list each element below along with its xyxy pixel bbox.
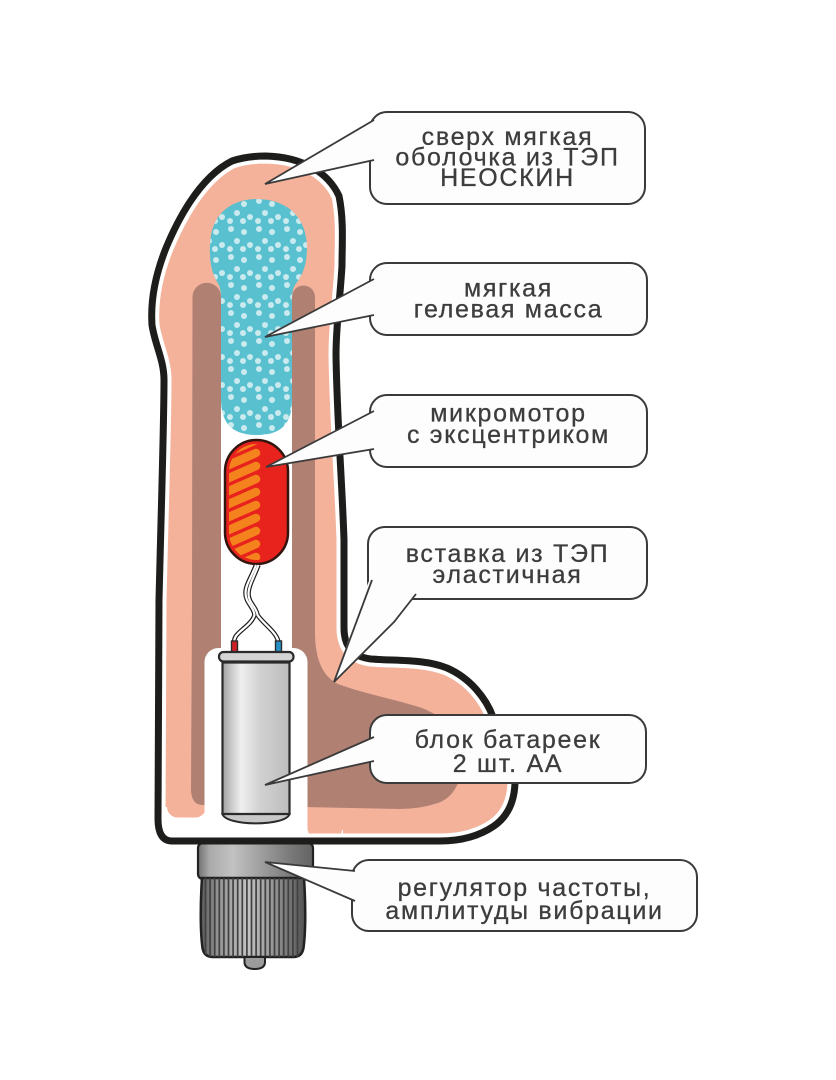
svg-text:оболочка из ТЭП: оболочка из ТЭП <box>395 144 619 172</box>
svg-text:амплитуды вибрации: амплитуды вибрации <box>385 897 663 925</box>
svg-text:сверх мягкая: сверх мягкая <box>422 123 594 151</box>
svg-text:НЕОСКИН: НЕОСКИН <box>440 164 575 192</box>
svg-text:блок батареек: блок батареек <box>415 726 602 754</box>
svg-text:мягкая: мягкая <box>464 275 553 303</box>
svg-text:с эксцентриком: с эксцентриком <box>407 421 610 449</box>
svg-text:эластичная: эластичная <box>433 561 583 589</box>
svg-text:микромотор: микромотор <box>430 400 586 428</box>
svg-text:вставка из ТЭП: вставка из ТЭП <box>406 540 610 568</box>
svg-text:гелевая масса: гелевая масса <box>414 296 604 324</box>
svg-text:регулятор частоты,: регулятор частоты, <box>398 874 652 902</box>
svg-text:2 шт. АА: 2 шт. АА <box>453 750 563 778</box>
